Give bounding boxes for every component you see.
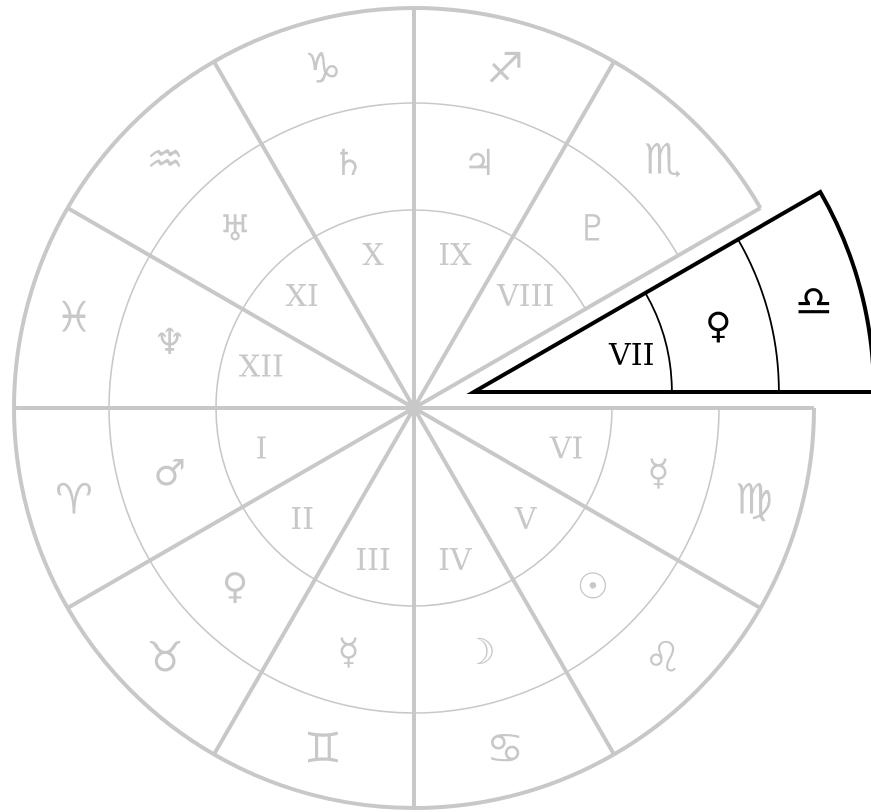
middle-ring-arc — [261, 102, 415, 145]
mars-icon: ♂ — [153, 453, 185, 494]
aquarius-icon: ♒ — [146, 135, 184, 184]
inner-ring-arc — [241, 235, 316, 310]
house-numeral: VIII — [496, 279, 554, 314]
outer-ring-arc — [413, 6, 615, 64]
house-numeral: V — [514, 502, 538, 537]
virgo-icon: ♍ — [735, 475, 773, 524]
gemini-icon: ♊ — [304, 724, 342, 773]
inner-ring-arc — [584, 407, 613, 508]
house-cusp-line — [66, 406, 416, 610]
outer-ring-arc — [213, 752, 415, 810]
inner-ring-arc — [512, 235, 587, 310]
leo-icon: ♌ — [644, 632, 682, 681]
middle-ring-arc — [261, 671, 415, 714]
middle-ring-arc — [108, 255, 151, 409]
sagittarius-icon: ♐ — [486, 43, 524, 92]
highlighted-sector: VII ♀ ♎ — [466, 189, 871, 394]
house-numeral: IV — [438, 543, 473, 578]
saturn-icon: ♄ — [332, 143, 364, 184]
middle-ring-arc — [108, 407, 151, 561]
middle-ring-arc — [413, 102, 567, 145]
inner-ring-arc — [215, 308, 244, 409]
middle-ring-arc — [149, 560, 262, 673]
sun-icon: ☉ — [577, 566, 609, 607]
house-cusp-line — [212, 406, 416, 756]
inner-ring-arc — [413, 578, 514, 607]
highlighted-middle-arc — [737, 239, 780, 392]
inner-ring-arc — [314, 578, 415, 607]
house-cusp-line — [212, 60, 416, 410]
house-numeral: X — [362, 238, 384, 273]
outer-ring-arc — [65, 606, 216, 757]
moon-icon: ☽ — [463, 632, 495, 673]
jupiter-icon: ♃ — [463, 143, 495, 184]
inner-ring-arc — [215, 407, 244, 508]
highlighted-libra-icon: ♎ — [795, 276, 833, 325]
inner-ring-arc — [413, 209, 514, 238]
highlighted-house-numeral: VII — [608, 338, 654, 373]
outer-ring-arc — [612, 606, 763, 757]
inner-ring-arc — [314, 209, 415, 238]
highlighted-venus-icon: ♀ — [705, 306, 731, 347]
taurus-icon: ♉ — [146, 632, 184, 681]
pluto-icon: ♇ — [577, 209, 609, 250]
uranus-icon: ♅ — [219, 209, 251, 250]
capricorn-icon: ♑ — [304, 43, 342, 92]
house-numeral: III — [355, 543, 391, 578]
wheel-background: I ♂ ♈ II ♀ ♉ III ☿ ♊ IV ☽ ♋ V ☉ ♌ VI ☿ ♍ VIII ♇ ♏ IX ♃ ♐ X ♄ ♑ XI ♅ ♒… — [12, 6, 816, 810]
neptune-icon: ♆ — [153, 322, 185, 363]
inner-ring-arc — [512, 506, 587, 581]
outer-ring-arc — [758, 407, 816, 609]
outer-ring-arc — [65, 59, 216, 210]
house-cusp-line — [412, 406, 616, 756]
middle-ring-arc — [149, 143, 262, 256]
house-numeral: II — [290, 502, 314, 537]
outer-ring-arc — [12, 207, 70, 409]
house-numeral: VI — [549, 431, 584, 466]
outer-ring-arc — [12, 407, 70, 609]
middle-ring-arc — [677, 407, 720, 561]
house-numeral: IX — [438, 238, 472, 273]
pisces-icon: ♓ — [55, 292, 93, 341]
outer-ring-arc — [213, 6, 415, 64]
highlighted-sector-outline — [466, 189, 871, 394]
inner-ring-arc — [241, 506, 316, 581]
house-numeral: XI — [286, 279, 319, 314]
house-cusp-line — [412, 60, 616, 410]
highlighted-inner-arc — [644, 292, 673, 392]
house-numeral: I — [255, 431, 267, 466]
cancer-icon: ♋ — [486, 724, 524, 773]
aries-icon: ♈ — [55, 475, 93, 524]
house-numeral: XII — [239, 350, 284, 385]
middle-ring-arc — [413, 671, 567, 714]
house-cusp-line — [412, 406, 762, 610]
house-cusp-line — [66, 206, 416, 410]
middle-ring-arc — [566, 143, 679, 256]
middle-ring-arc — [566, 560, 679, 673]
mercury-icon: ☿ — [647, 453, 669, 494]
mercury-icon: ☿ — [337, 632, 359, 673]
venus-icon: ♀ — [222, 566, 248, 607]
outer-ring-arc — [413, 752, 615, 810]
outer-ring-arc — [612, 59, 763, 210]
house-cusp-line — [412, 206, 762, 410]
scorpio-icon: ♏ — [644, 135, 682, 184]
